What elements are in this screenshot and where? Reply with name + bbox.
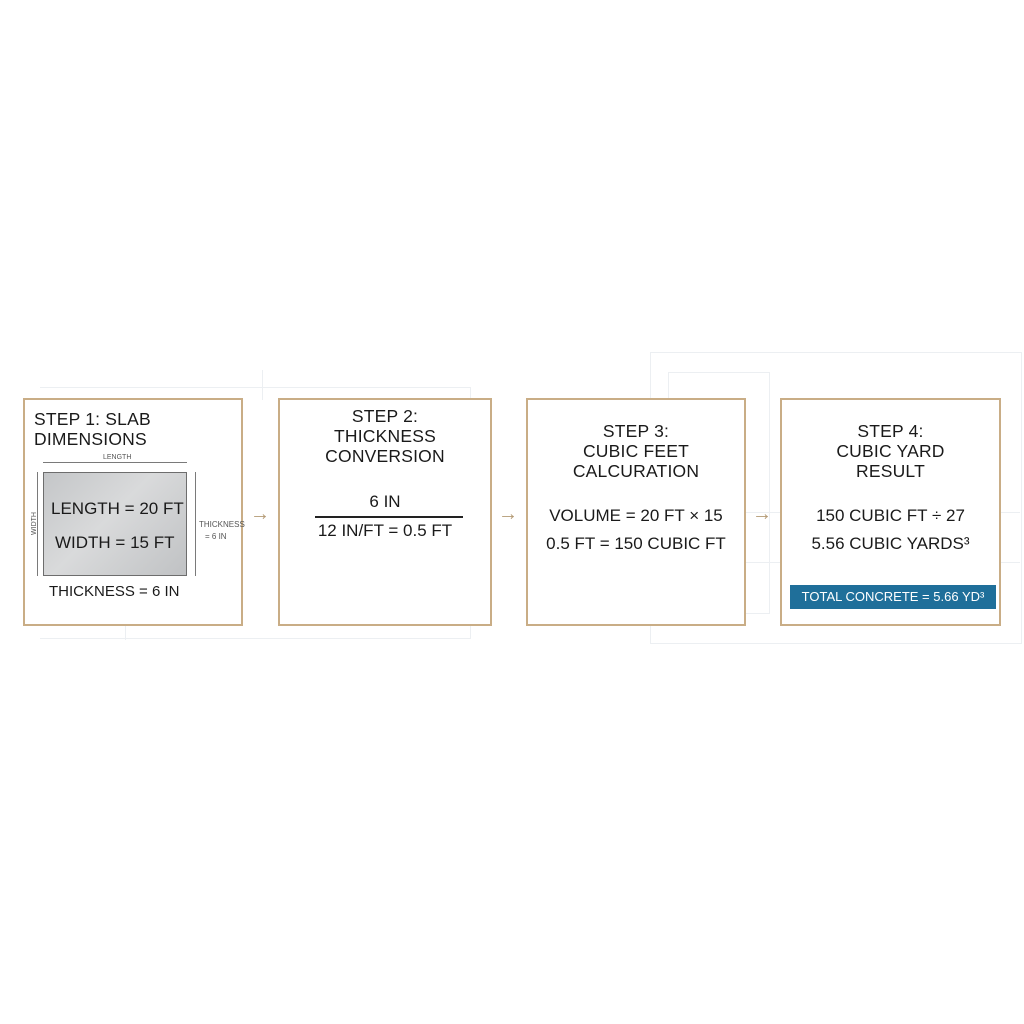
step-2-box: STEP 2: THICKNESS CONVERSION 6 IN 12 IN/…	[278, 398, 492, 626]
thickness-tag-line1: THICKNESS	[199, 520, 245, 529]
step-1-box: STEP 1: SLAB DIMENSIONS LENGTH WIDTH LEN…	[23, 398, 245, 626]
fraction-numerator: 6 IN	[369, 492, 401, 511]
thickness-dimension-line	[195, 472, 196, 576]
background-line	[40, 638, 470, 639]
length-value: LENGTH = 20 FT	[51, 499, 184, 518]
step-2-title-line3: CONVERSION	[325, 446, 445, 466]
background-line	[262, 370, 263, 400]
volume-line2: 0.5 FT = 150 CUBIC FT	[546, 534, 726, 553]
step-3-title-line3: CALCURATION	[572, 461, 700, 481]
thickness-tag-line2: = 6 IN	[205, 532, 227, 541]
thickness-value: THICKNESS = 6 IN	[49, 583, 180, 600]
length-dimension-label: LENGTH	[103, 454, 132, 461]
width-dimension-label: WIDTH	[30, 512, 38, 535]
background-line	[125, 626, 126, 640]
width-dimension-line	[37, 472, 38, 576]
width-value: WIDTH = 15 FT	[55, 533, 175, 552]
total-concrete-badge: TOTAL CONCRETE = 5.66 YD³	[790, 585, 996, 609]
step-3-title-line2: CUBIC FEET	[582, 441, 690, 461]
length-dimension-line	[43, 462, 187, 463]
step-4-box: STEP 4: CUBIC YARD RESULT 150 CUBIC FT ÷…	[780, 398, 1001, 626]
volume-line1: VOLUME = 20 FT × 15	[549, 506, 723, 525]
cubic-yard-line1: 150 CUBIC FT ÷ 27	[816, 506, 965, 525]
step-1-title-line2: DIMENSIONS	[34, 429, 147, 449]
background-line	[40, 387, 470, 388]
step-2-title-line2: THICKNESS	[334, 426, 436, 446]
step-2-title-line1: STEP 2:	[351, 406, 419, 426]
slab-rectangle: LENGTH = 20 FT WIDTH = 15 FT	[43, 472, 187, 576]
step-3-box: STEP 3: CUBIC FEET CALCURATION VOLUME = …	[526, 398, 746, 626]
fraction-bar	[315, 516, 463, 518]
step-4-title-line1: STEP 4:	[857, 421, 924, 441]
arrow-right-icon: →	[498, 503, 518, 525]
cubic-yard-line2: 5.56 CUBIC YARDS³	[811, 534, 970, 553]
fraction-denominator: 12 IN/FT = 0.5 FT	[317, 521, 453, 540]
arrow-right-icon: →	[250, 503, 270, 525]
arrow-right-icon: →	[752, 503, 772, 525]
step-3-title-line1: STEP 3:	[602, 421, 670, 441]
step-1-title-line1: STEP 1: SLAB	[34, 409, 151, 429]
step-4-title-line3: RESULT	[856, 461, 925, 481]
step-4-title-line2: CUBIC YARD	[836, 441, 945, 461]
